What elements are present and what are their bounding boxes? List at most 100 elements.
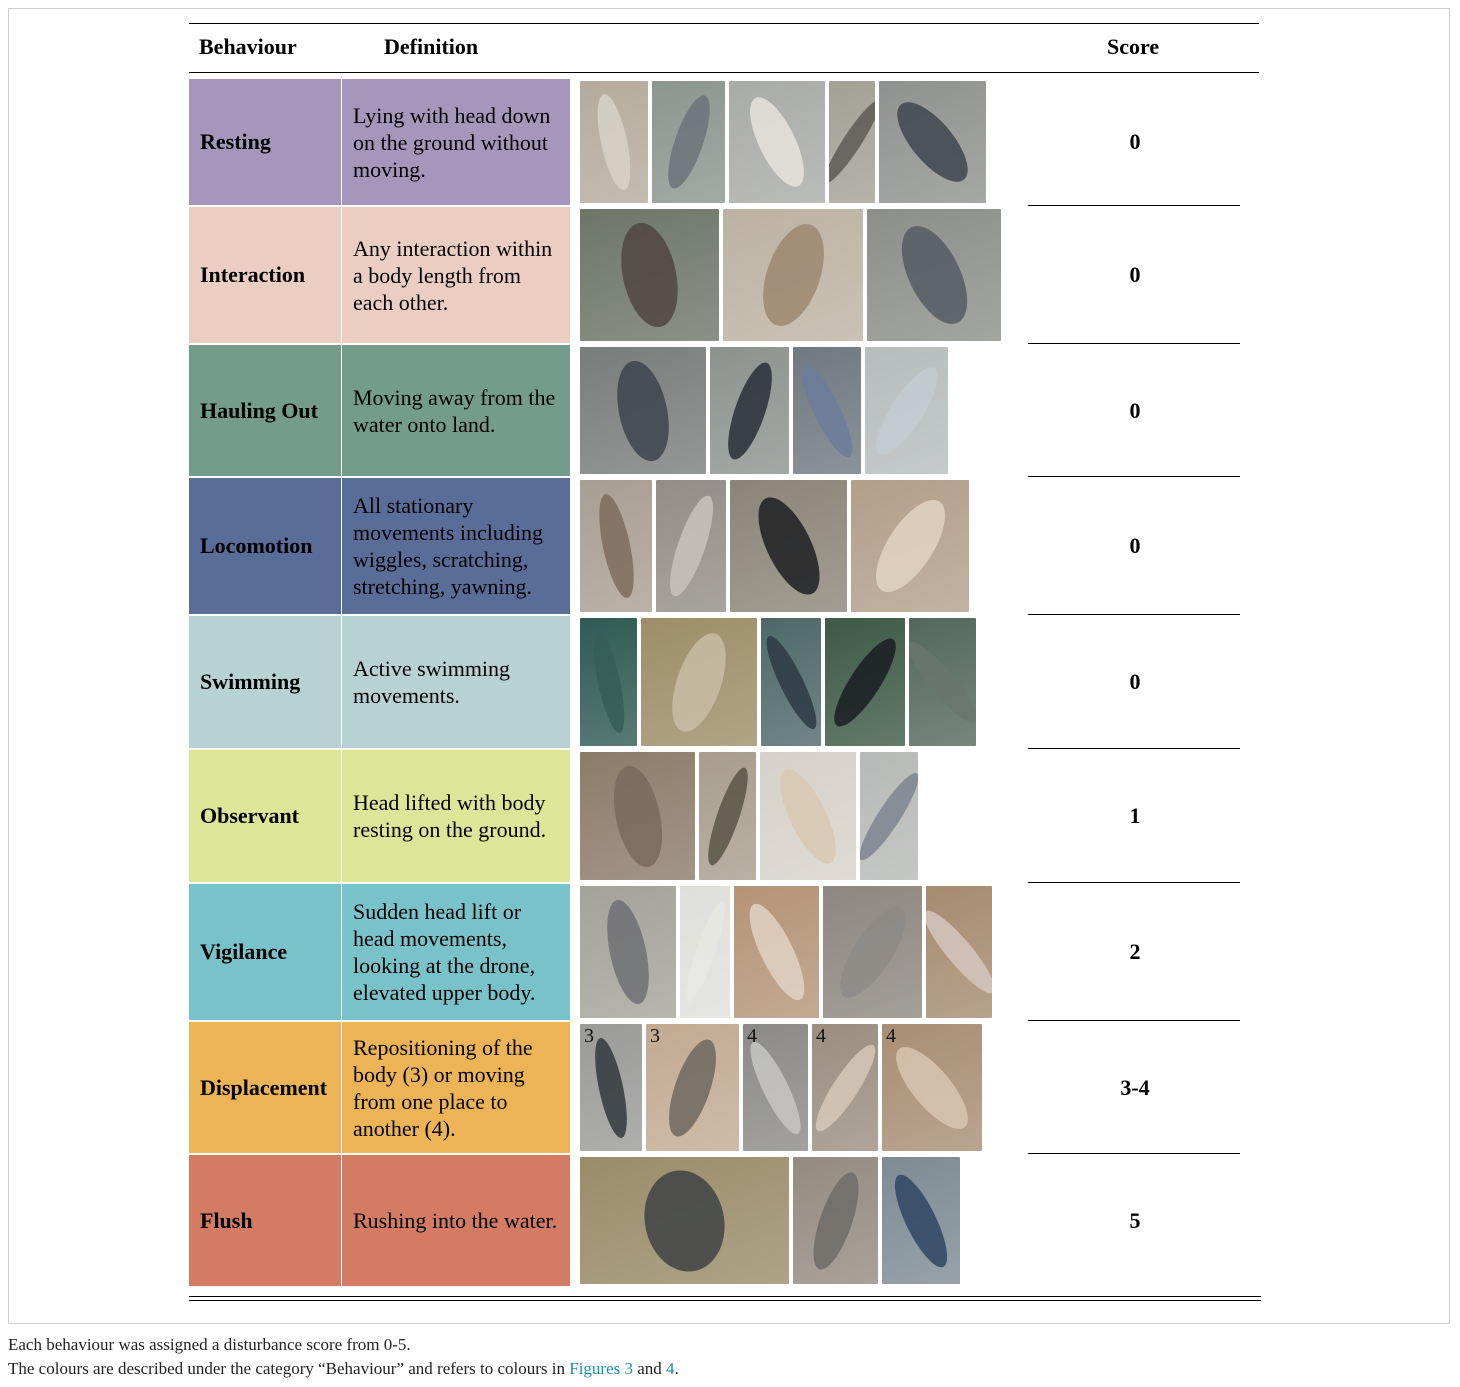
- behaviour-label: Displacement: [200, 1074, 328, 1100]
- photo-strip: [580, 480, 969, 612]
- score-value: 1: [1129, 803, 1141, 828]
- figure-4-link[interactable]: 4: [666, 1359, 675, 1378]
- behaviour-label: Interaction: [200, 262, 306, 287]
- cell-divider: [341, 750, 342, 882]
- definition-cell: Head lifted with body resting on the gro…: [342, 750, 570, 882]
- footnote-2: The colours are described under the cate…: [8, 1359, 679, 1379]
- seal-shape: [909, 635, 976, 730]
- cell-divider: [341, 207, 342, 343]
- seal-shape: [587, 629, 631, 736]
- seal-shape: [885, 1168, 957, 1274]
- cell-divider: [341, 345, 342, 476]
- seal-photo: 4: [743, 1024, 808, 1151]
- seal-photo: 4: [882, 1024, 982, 1151]
- score-row-divider: [1028, 205, 1240, 206]
- photo-score-label: 4: [747, 1025, 757, 1047]
- score-cell: 0: [1039, 207, 1231, 343]
- score-cell: 3-4: [1039, 1022, 1231, 1153]
- seal-photo: [867, 209, 1001, 341]
- table-bottom-rule: [189, 1296, 1261, 1297]
- behaviour-cell: Vigilance: [189, 884, 341, 1020]
- seal-photo: [656, 480, 726, 612]
- score-row-divider: [1028, 748, 1240, 749]
- seal-shape: [680, 898, 730, 1006]
- seal-photo: [851, 480, 969, 612]
- seal-shape: [825, 631, 905, 734]
- photo-strip: [580, 752, 918, 880]
- figure-3-link[interactable]: Figures 3: [569, 1359, 633, 1378]
- behaviour-cell: Flush: [189, 1155, 341, 1286]
- definition-text: All stationary movements including wiggl…: [353, 493, 544, 599]
- footnote-1: Each behaviour was assigned a disturbanc…: [8, 1335, 411, 1354]
- seal-photo: [761, 618, 821, 746]
- header-definition: Definition: [384, 34, 479, 59]
- score-cell: 0: [1039, 478, 1231, 614]
- seal-photo: [734, 886, 819, 1018]
- seal-photo: [723, 209, 863, 341]
- header-score: Score: [1107, 34, 1160, 59]
- behaviour-label: Locomotion: [200, 533, 313, 558]
- behaviour-cell: Interaction: [189, 207, 341, 343]
- seal-photo: [580, 618, 637, 746]
- seal-photo: [882, 1157, 960, 1284]
- behaviour-cell: Displacement: [189, 1022, 341, 1153]
- seal-photo: [879, 81, 986, 203]
- definition-cell: Lying with head down on the ground witho…: [342, 79, 570, 205]
- seal-shape: [884, 1036, 980, 1140]
- seal-shape: [761, 631, 821, 734]
- cell-divider: [341, 79, 342, 205]
- score-cell: 0: [1039, 616, 1231, 748]
- definition-text: Any interaction within a body length fro…: [353, 235, 553, 315]
- seal-shape: [860, 767, 918, 866]
- cell-divider: [341, 1155, 342, 1286]
- table-top-rule: [189, 23, 1259, 24]
- behaviour-cell: Locomotion: [189, 478, 341, 614]
- seal-photo: [729, 81, 825, 203]
- seal-photo: [680, 886, 730, 1018]
- seal-shape: [769, 762, 847, 871]
- definition-text: Rushing into the water.: [353, 1208, 558, 1233]
- score-cell: 5: [1039, 1155, 1231, 1286]
- seal-shape: [719, 357, 781, 465]
- seal-photo: [580, 886, 676, 1018]
- seal-shape: [739, 897, 815, 1007]
- seal-photo: [652, 81, 725, 203]
- photo-score-label: 4: [816, 1025, 826, 1047]
- seal-photo: [580, 347, 706, 474]
- cell-divider: [341, 884, 342, 1020]
- seal-shape: [592, 491, 641, 601]
- seal-shape: [635, 1162, 734, 1280]
- score-value: 0: [1129, 533, 1141, 558]
- seal-shape: [588, 1035, 634, 1141]
- seal-shape: [659, 91, 719, 193]
- seal-shape: [661, 626, 737, 739]
- seal-shape: [700, 764, 756, 869]
- score-value: 0: [1129, 397, 1141, 423]
- seal-shape: [926, 903, 992, 1001]
- seal-shape: [829, 96, 875, 188]
- definition-text: Moving away from the water onto land.: [353, 384, 556, 437]
- seal-photo: [865, 347, 948, 474]
- seal-shape: [739, 90, 815, 194]
- score-row-divider: [1028, 882, 1240, 883]
- score-value: 0: [1129, 262, 1141, 287]
- table-row: Flush Rushing into the water. 5: [189, 1153, 1259, 1286]
- seal-shape: [865, 359, 948, 463]
- score-value: 0: [1129, 669, 1141, 694]
- seal-photo: [641, 618, 757, 746]
- seal-photo: [760, 752, 856, 880]
- seal-photo: 3: [580, 1024, 642, 1151]
- score-cell: 1: [1039, 750, 1231, 882]
- definition-cell: Active swimming movements.: [342, 616, 570, 748]
- table-frame: [8, 8, 1450, 1324]
- behaviour-label: Vigilance: [200, 939, 288, 964]
- score-row-divider: [1028, 614, 1240, 615]
- seal-photo: [825, 618, 905, 746]
- seal-shape: [885, 91, 980, 193]
- seal-shape: [812, 1038, 878, 1138]
- footnote-2-and: and: [633, 1359, 667, 1378]
- definition-text: Repositioning of the body (3) or moving …: [353, 1034, 533, 1141]
